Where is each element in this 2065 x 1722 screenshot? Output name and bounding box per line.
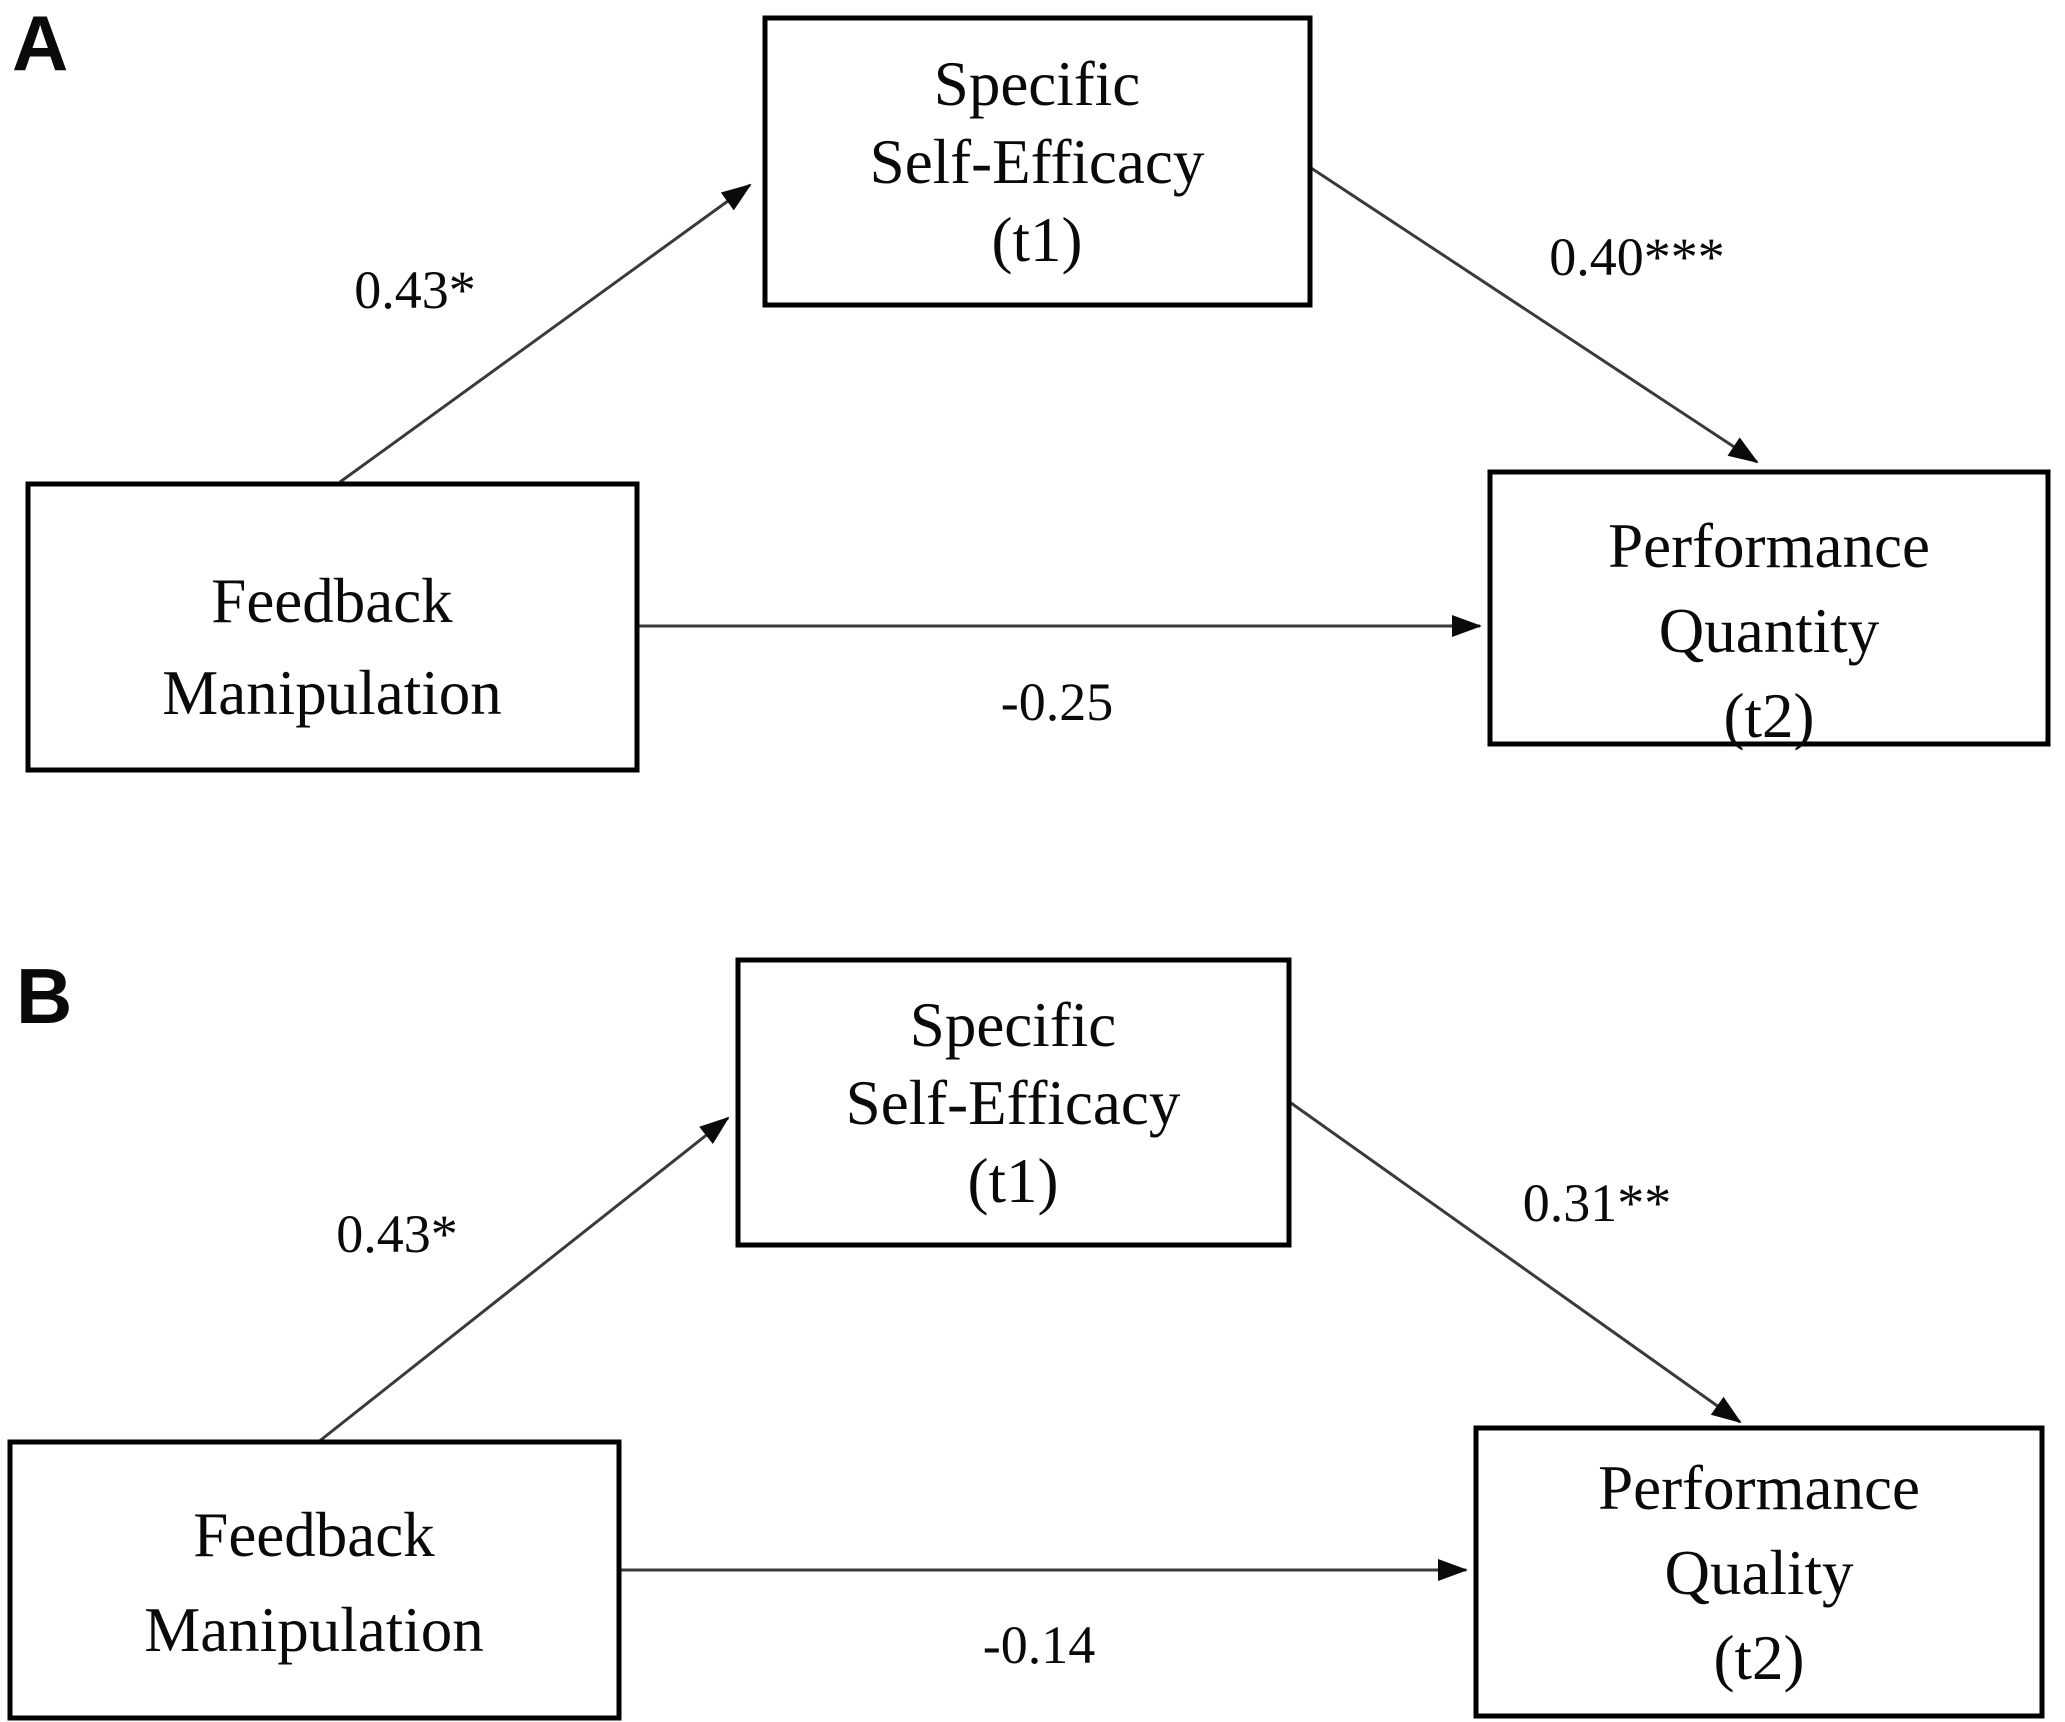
panel-a-coef-a: 0.43* [354, 260, 476, 320]
panel-a-predictor-line2: Manipulation [162, 658, 501, 728]
panel-a-mediator-line1: Specific [934, 49, 1140, 119]
panel-b-arrow-predictor-to-mediator [316, 1116, 730, 1445]
panel-b-outcome-line3: (t2) [1714, 1623, 1805, 1693]
panel-a-coef-b: 0.40*** [1549, 227, 1725, 287]
panel-a-predictor-box: Feedback Manipulation [25, 481, 640, 773]
panel-a-outcome-line3: (t2) [1724, 681, 1815, 751]
panel-b-predictor-rect [7, 1439, 622, 1721]
panel-b-outcome-line2: Quality [1665, 1538, 1854, 1608]
panel-a-mediator-line2: Self-Efficacy [870, 127, 1205, 197]
panel-b-mediator-line2: Self-Efficacy [846, 1068, 1181, 1138]
panel-a-outcome-line2: Quantity [1659, 596, 1880, 666]
panel-b-predictor-line2: Manipulation [144, 1595, 483, 1665]
panel-a-outcome-line1: Performance [1608, 511, 1930, 581]
panel-b-predictor-box: Feedback Manipulation [7, 1439, 622, 1721]
panel-b-outcome-box: Performance Quality (t2) [1473, 1425, 2045, 1719]
panel-b-mediator-box: Specific Self-Efficacy (t1) [735, 957, 1292, 1248]
panel-a-label: A [12, 0, 68, 87]
panel-b-predictor-line1: Feedback [193, 1500, 435, 1570]
panel-a-predictor-line1: Feedback [211, 566, 453, 636]
panel-b-coef-a: 0.43* [336, 1204, 458, 1264]
panel-b-coef-c: -0.14 [983, 1615, 1095, 1675]
panel-b-mediator-line3: (t1) [968, 1146, 1059, 1216]
panel-a-outcome-rect [1487, 469, 2051, 747]
panel-a-arrow-mediator-to-outcome [1301, 160, 1759, 464]
panel-a-arrow-predictor-to-mediator [339, 183, 752, 484]
panel-b-label: B [16, 952, 72, 1040]
panel-b-coef-b: 0.31** [1523, 1173, 1672, 1233]
panel-b: B Specific Self-Efficacy (t1) Feedback M… [7, 952, 2045, 1721]
panel-a: A Specific Self-Efficacy (t1) Feedback M… [12, 0, 2051, 773]
panel-b-mediator-line1: Specific [910, 990, 1116, 1060]
panel-a-coef-c: -0.25 [1001, 672, 1113, 732]
panel-a-outcome-box: Performance Quantity (t2) [1487, 469, 2051, 751]
panel-a-predictor-rect [25, 481, 640, 773]
panel-b-mediator-rect [735, 957, 1292, 1248]
panel-a-mediator-rect [762, 15, 1313, 308]
panel-b-outcome-rect [1473, 1425, 2045, 1719]
panel-a-mediator-box: Specific Self-Efficacy (t1) [762, 15, 1313, 308]
panel-b-outcome-line1: Performance [1598, 1453, 1920, 1523]
panel-a-mediator-line3: (t1) [992, 205, 1083, 275]
panel-b-arrow-mediator-to-outcome [1290, 1101, 1742, 1424]
